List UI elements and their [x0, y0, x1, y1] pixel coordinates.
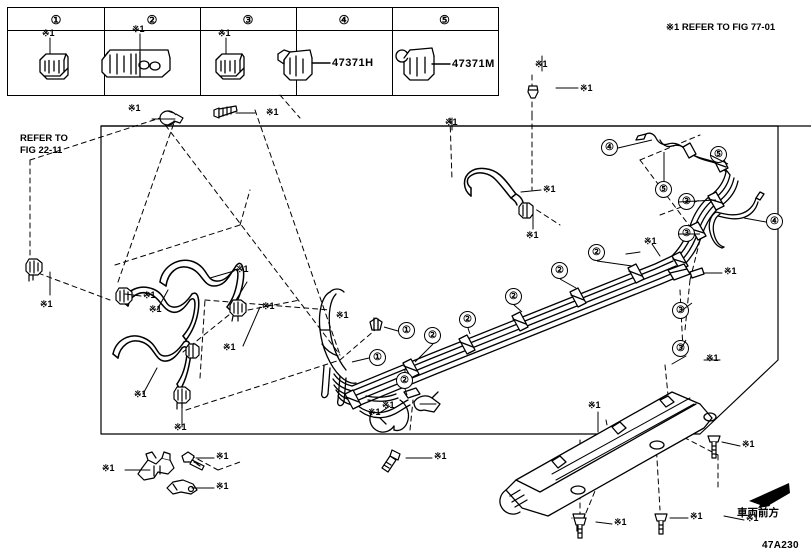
callout-2b[interactable]: ② — [424, 327, 441, 344]
mark-label-4: ※1 — [143, 290, 156, 300]
mark-label-14: ※1 — [580, 83, 593, 93]
legend-header-5: ⑤ — [439, 12, 450, 27]
mark-label-7: ※1 — [262, 301, 275, 311]
mark-label-20: ※1 — [434, 451, 447, 461]
mark-label-3: ※1 — [266, 107, 279, 117]
mark-label-11: ※1 — [543, 184, 556, 194]
mark-label-16: ※1 — [644, 236, 657, 246]
mark-label-23: ※1 — [746, 513, 759, 523]
legend-header-1: ① — [50, 12, 62, 27]
legend-divider-2 — [200, 8, 202, 95]
ref-fig-22-11: REFER TO FIG 22-11 — [20, 133, 68, 157]
mark-label-18: ※1 — [336, 310, 349, 320]
callout-1b[interactable]: ① — [369, 349, 386, 366]
callout-2a[interactable]: ② — [396, 372, 413, 389]
callout-2d[interactable]: ② — [505, 288, 522, 305]
note-refer-fig-77-01: ※1 REFER TO FIG 77-01 — [666, 22, 776, 33]
legend-mark-2: ※1 — [132, 24, 145, 34]
legend-part-number-4: 47371H — [332, 57, 374, 69]
callout-3d[interactable]: ③ — [672, 340, 689, 357]
callout-5b[interactable]: ⑤ — [655, 181, 672, 198]
legend-part-number-5: 47371M — [452, 58, 495, 70]
mark-label-9: ※1 — [134, 389, 147, 399]
callout-2e[interactable]: ② — [551, 262, 568, 279]
mark-label-27: ※1 — [216, 451, 229, 461]
callout-2c[interactable]: ② — [459, 311, 476, 328]
mark-label-28: ※1 — [216, 481, 229, 491]
mark-label-5: ※1 — [236, 264, 249, 274]
callout-2f[interactable]: ② — [588, 244, 605, 261]
mark-label-22: ※1 — [742, 439, 755, 449]
mark-label-19: ※1 — [368, 407, 381, 417]
legend-header-3: ③ — [242, 12, 254, 27]
legend-header-divider — [8, 30, 498, 32]
mark-label-25: ※1 — [690, 511, 703, 521]
mark-label-29: ※1 — [706, 353, 719, 363]
callout-4a[interactable]: ④ — [601, 139, 618, 156]
mark-label-2: ※1 — [128, 103, 141, 113]
mark-label-15: ※1 — [445, 117, 458, 127]
mark-label-13: ※1 — [535, 59, 548, 69]
legend-header-2: ② — [146, 12, 158, 27]
mark-label-12: ※1 — [526, 230, 539, 240]
callout-5a[interactable]: ⑤ — [710, 146, 727, 163]
direction-label-vehicle-front: 車両前方 — [737, 507, 779, 519]
mark-label-8: ※1 — [223, 342, 236, 352]
legend-divider-1 — [104, 8, 106, 95]
mark-label-10: ※1 — [174, 422, 187, 432]
mark-label-30: ※1 — [382, 400, 395, 410]
ref-line-2: FIG 22-11 — [20, 145, 63, 156]
ref-line-1: REFER TO — [20, 133, 68, 144]
direction-arrow-icon — [749, 483, 790, 508]
mark-label-21: ※1 — [588, 400, 601, 410]
mark-label-24: ※1 — [614, 517, 627, 527]
mark-label-6: ※1 — [149, 304, 162, 314]
figure-code: 47A230 — [762, 540, 799, 551]
callout-3c[interactable]: ③ — [672, 302, 689, 319]
legend-header-4: ④ — [338, 12, 350, 27]
callout-4b[interactable]: ④ — [766, 213, 783, 230]
mark-label-1: ※1 — [40, 299, 53, 309]
callout-1a[interactable]: ① — [398, 322, 415, 339]
mark-label-17: ※1 — [724, 266, 737, 276]
mark-label-26: ※1 — [102, 463, 115, 473]
legend-divider-4 — [392, 8, 394, 95]
legend-mark-1: ※1 — [42, 28, 55, 38]
legend-mark-3: ※1 — [218, 28, 231, 38]
